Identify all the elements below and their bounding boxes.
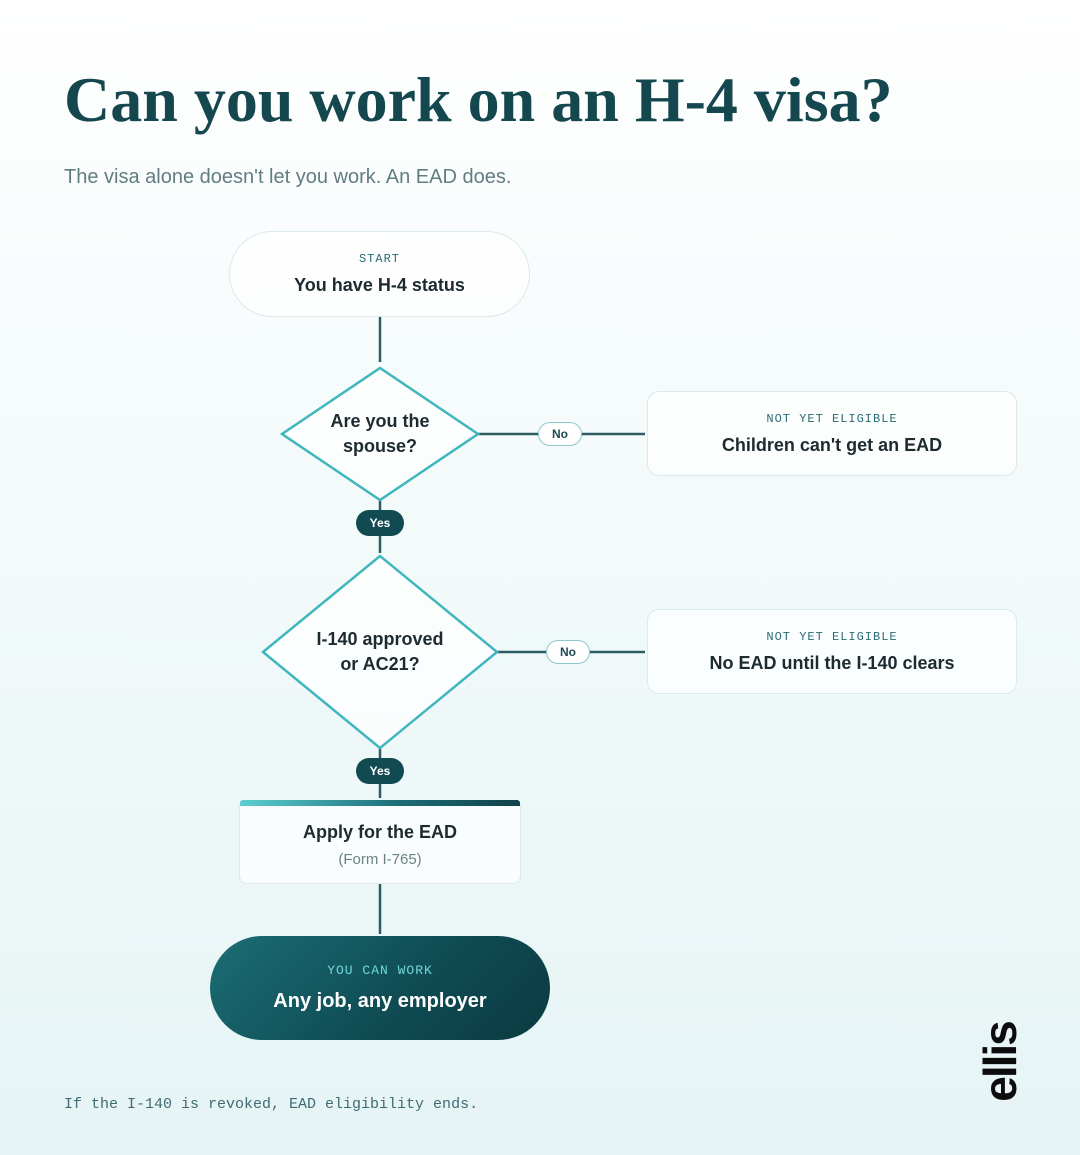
- decision1-yes-pill: Yes: [356, 510, 404, 536]
- decision1-diamond: [279, 366, 481, 502]
- decision2-line2: or AC21?: [340, 654, 420, 674]
- decision2-diamond: [261, 554, 499, 750]
- end-node: YOU CAN WORK Any job, any employer: [210, 936, 550, 1040]
- apply-accent-bar: [240, 800, 520, 806]
- not-eligible-children-node: NOT YET ELIGIBLE Children can't get an E…: [647, 391, 1017, 476]
- decision1-label: Are you the spouse?: [290, 399, 470, 469]
- apply-subtext: (Form I-765): [338, 850, 422, 868]
- not-eligible-i140-node: NOT YET ELIGIBLE No EAD until the I-140 …: [647, 609, 1017, 694]
- ellis-logo-text: ellis: [974, 1022, 1027, 1102]
- page-title: Can you work on an H-4 visa?: [64, 64, 893, 135]
- apply-text: Apply for the EAD: [302, 821, 457, 842]
- decision2-label: I-140 approved or AC21?: [272, 617, 488, 687]
- decision1-no-pill: No: [538, 422, 582, 446]
- end-kicker: YOU CAN WORK: [327, 963, 433, 978]
- footnote: If the I-140 is revoked, EAD eligibility…: [64, 1096, 479, 1113]
- decision1-line2: spouse?: [342, 436, 417, 456]
- not-eligible-i140-text: No EAD until the I-140 clears: [709, 652, 955, 673]
- start-text: You have H-4 status: [294, 275, 465, 295]
- page-subtitle: The visa alone doesn't let you work. An …: [64, 166, 512, 188]
- not-eligible-children-text: Children can't get an EAD: [721, 434, 943, 455]
- decision1-line1: Are you the: [330, 411, 430, 431]
- decision2-yes-pill: Yes: [356, 758, 404, 784]
- apply-ead-node: Apply for the EAD (Form I-765): [239, 800, 521, 884]
- start-kicker: START: [358, 252, 400, 266]
- start-node: START You have H-4 status: [229, 231, 530, 317]
- ellis-logo: ellis: [974, 1018, 1026, 1106]
- not-eligible-kicker: NOT YET ELIGIBLE: [766, 411, 898, 426]
- end-text: Any job, any employer: [273, 990, 487, 1012]
- not-eligible-kicker: NOT YET ELIGIBLE: [766, 629, 898, 644]
- decision2-no-pill: No: [546, 640, 590, 664]
- decision2-line1: I-140 approved: [316, 629, 444, 649]
